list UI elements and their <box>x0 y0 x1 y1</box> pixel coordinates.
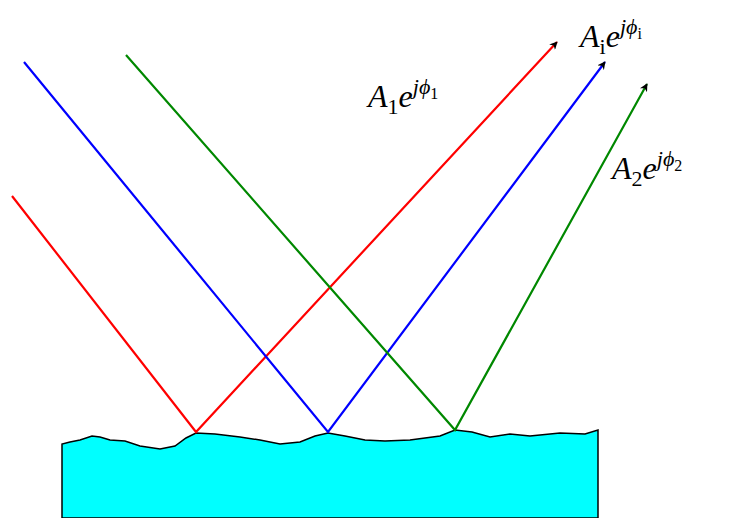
ray-amplitude-label: A2ejϕ2 <box>612 152 682 184</box>
ray-amplitude-label: Aiejϕi <box>580 20 642 52</box>
green-ray <box>126 55 647 430</box>
ray-amplitude-label: A1ejϕ1 <box>368 80 438 112</box>
blue-ray <box>24 62 605 432</box>
rough-surface <box>62 430 598 518</box>
